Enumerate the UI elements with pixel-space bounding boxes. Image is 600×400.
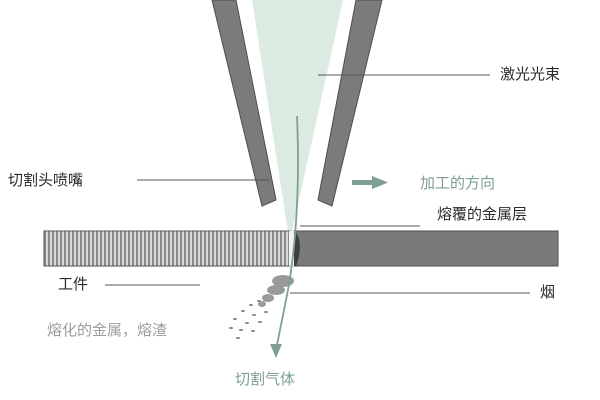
label-cut-direction: 加工的方向 xyxy=(420,174,495,192)
label-laser-beam: 激光光束 xyxy=(500,65,560,83)
workpiece-cut-section xyxy=(43,230,291,267)
molten-slag-droplets xyxy=(229,300,268,339)
nozzle-right-wall xyxy=(317,0,383,207)
label-workpiece: 工件 xyxy=(58,275,88,293)
label-smoke: 烟 xyxy=(540,283,555,301)
kerf xyxy=(289,231,294,266)
label-cutting-gas: 切割气体 xyxy=(235,370,295,388)
cutting-gas-arrow xyxy=(270,115,299,358)
label-molten-slag: 熔化的金属，熔渣 xyxy=(47,321,167,339)
workpiece-uncut-section xyxy=(293,230,559,267)
cut-direction-arrow xyxy=(352,176,388,189)
label-nozzle: 切割头喷嘴 xyxy=(8,171,83,189)
leader-lines xyxy=(105,74,530,294)
label-cladding-layer: 熔覆的金属层 xyxy=(437,205,527,223)
nozzle-left-wall xyxy=(211,0,277,207)
